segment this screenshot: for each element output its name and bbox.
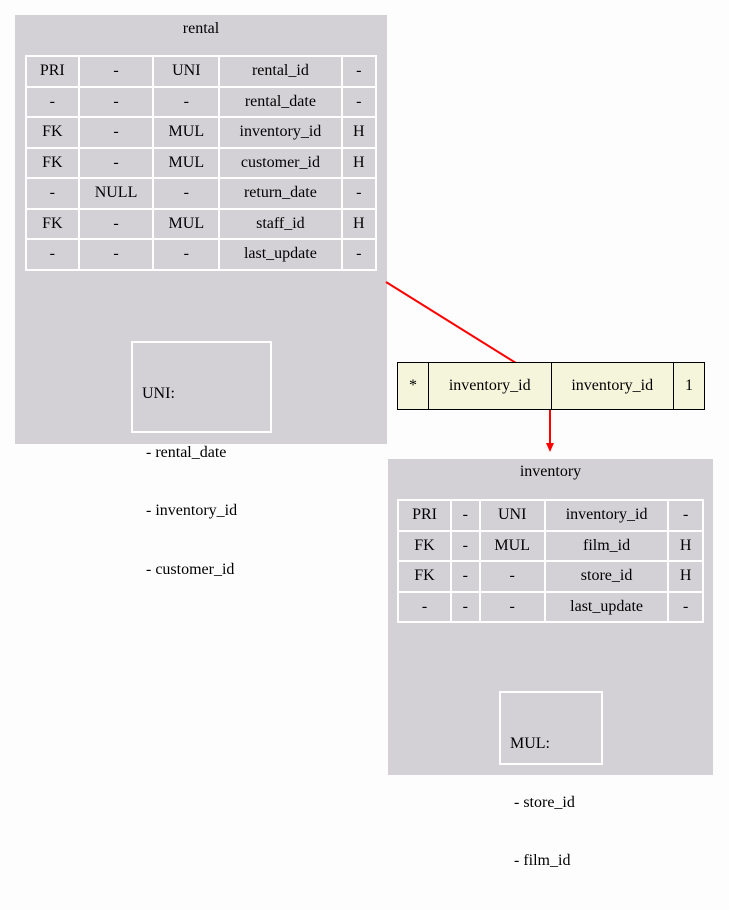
column-name-cell: last_update xyxy=(220,240,341,269)
rental-note-item: - inventory_id xyxy=(142,502,238,519)
flag-cell: - xyxy=(342,87,375,116)
index-cell: UNI xyxy=(154,57,219,86)
index-cell: MUL xyxy=(154,118,219,147)
key-type-cell: FK xyxy=(27,148,78,177)
key-type-cell: FK xyxy=(399,531,451,560)
key-type-cell: - xyxy=(27,87,78,116)
null-cell: NULL xyxy=(79,179,153,208)
key-type-cell: FK xyxy=(27,209,78,238)
rental-note-item: - customer_id xyxy=(142,560,235,578)
key-type-cell: FK xyxy=(399,562,451,591)
key-type-cell: PRI xyxy=(399,501,451,530)
relation-source-column: inventory_id xyxy=(428,362,552,410)
rental-unique-note: UNI: - rental_date - inventory_id - cust… xyxy=(131,341,272,578)
inventory-note-item: - film_id xyxy=(510,852,571,869)
relationship-edges xyxy=(385,281,554,452)
inventory-table-title: inventory xyxy=(519,463,582,480)
null-cell: - xyxy=(452,592,479,621)
table-row: -NULL-return_date- xyxy=(27,179,375,208)
key-type-cell: - xyxy=(27,179,78,208)
inventory-note-header: MUL: xyxy=(510,735,550,752)
relationship-label: * inventory_id inventory_id 1 xyxy=(397,362,705,410)
key-type-cell: - xyxy=(27,240,78,269)
null-cell: - xyxy=(452,531,479,560)
index-cell: - xyxy=(154,179,219,208)
index-cell: UNI xyxy=(480,501,544,530)
index-cell: - xyxy=(154,240,219,269)
null-cell: - xyxy=(79,209,153,238)
table-row: ---rental_date- xyxy=(27,87,375,116)
column-name-cell: rental_date xyxy=(220,87,341,116)
flag-cell: H xyxy=(342,118,375,147)
flag-cell: - xyxy=(342,57,375,86)
null-cell: - xyxy=(79,87,153,116)
inventory-note-item: - store_id xyxy=(510,793,575,811)
key-type-cell: FK xyxy=(27,118,78,147)
column-name-cell: store_id xyxy=(545,562,668,591)
flag-cell: - xyxy=(342,179,375,208)
index-cell: - xyxy=(480,592,544,621)
flag-cell: H xyxy=(342,209,375,238)
flag-cell: - xyxy=(669,501,702,530)
null-cell: - xyxy=(452,501,479,530)
null-cell: - xyxy=(79,240,153,269)
flag-cell: - xyxy=(669,592,702,621)
key-type-cell: PRI xyxy=(27,57,78,86)
flag-cell: H xyxy=(669,562,702,591)
column-name-cell: customer_id xyxy=(220,148,341,177)
index-cell: MUL xyxy=(154,209,219,238)
null-cell: - xyxy=(79,148,153,177)
column-name-cell: return_date xyxy=(220,179,341,208)
column-name-cell: film_id xyxy=(545,531,668,560)
rental-note-header: UNI: xyxy=(142,385,175,402)
rental-note-item: - rental_date xyxy=(142,443,227,461)
null-cell: - xyxy=(79,118,153,147)
column-name-cell: rental_id xyxy=(220,57,341,86)
flag-cell: - xyxy=(342,240,375,269)
rental-table-title: rental xyxy=(182,20,220,37)
index-cell: - xyxy=(480,562,544,591)
key-type-cell: - xyxy=(399,592,451,621)
relationship-edge-line xyxy=(385,281,517,364)
relation-cardinality-from: * xyxy=(397,362,429,410)
null-cell: - xyxy=(452,562,479,591)
flag-cell: H xyxy=(669,531,702,560)
null-cell: - xyxy=(79,57,153,86)
table-row: ---last_update- xyxy=(399,592,702,621)
column-name-cell: inventory_id xyxy=(220,118,341,147)
column-name-cell: inventory_id xyxy=(545,501,668,530)
column-name-cell: last_update xyxy=(545,592,668,621)
column-name-cell: staff_id xyxy=(220,209,341,238)
relation-cardinality-to: 1 xyxy=(673,362,705,410)
index-cell: MUL xyxy=(154,148,219,177)
index-cell: - xyxy=(154,87,219,116)
relation-target-column: inventory_id xyxy=(550,362,674,410)
index-cell: MUL xyxy=(480,531,544,560)
flag-cell: H xyxy=(342,148,375,177)
table-row: ---last_update- xyxy=(27,240,375,269)
